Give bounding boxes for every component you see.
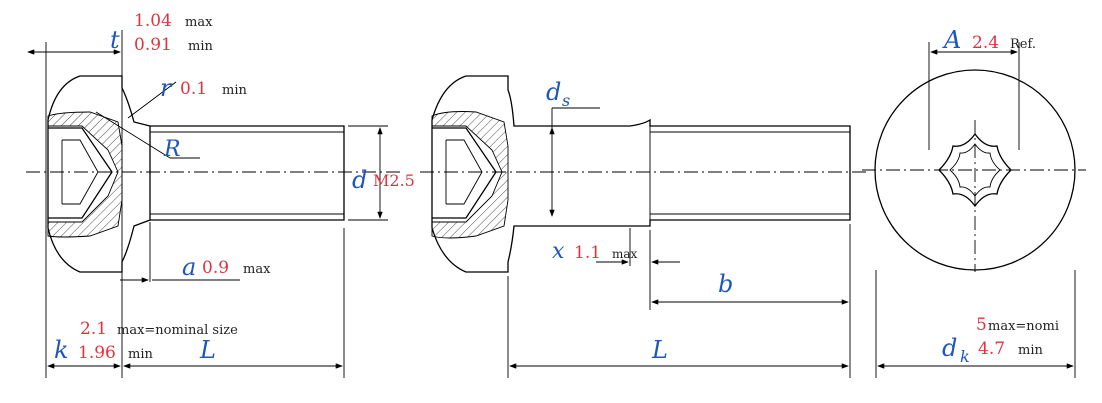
A-symbol: A	[942, 26, 961, 54]
t-min-unit: min	[188, 39, 213, 54]
dk-min-unit: min	[1018, 343, 1043, 358]
r-symbol: r	[160, 74, 173, 102]
r-unit: min	[222, 83, 247, 98]
dim-dk: d k 5 max=nomi 4.7 min	[942, 315, 1059, 366]
left-shank	[150, 125, 345, 221]
left-head-section-hatch	[47, 111, 123, 238]
k-symbol: k	[54, 336, 69, 364]
dim-d: d M2.5	[352, 166, 415, 194]
x-unit: max	[612, 247, 638, 261]
side-view-middle	[420, 75, 870, 273]
k-min-value: 1.96	[78, 343, 116, 363]
r-value: 0.1	[180, 79, 207, 99]
end-dimension-lines	[875, 42, 1076, 378]
dk-min-value: 4.7	[978, 339, 1005, 359]
t-symbol: t	[110, 26, 120, 54]
R-symbol: R	[163, 137, 181, 162]
ds-subscript: s	[562, 91, 570, 110]
mid-head-section-hatch	[431, 111, 509, 239]
dim-k: k 2.1 max=nominal size 1.96 min	[54, 319, 238, 364]
k-max-note: max=nominal size	[117, 323, 238, 338]
end-view	[862, 69, 1086, 272]
ds-symbol: d	[546, 78, 561, 106]
middle-dimension-lines	[507, 107, 851, 378]
dk-subscript: k	[960, 347, 970, 366]
A-value: 2.4	[972, 33, 999, 53]
x-value: 1.1	[574, 243, 601, 263]
d-symbol: d	[352, 166, 367, 194]
side-view-left	[26, 75, 400, 273]
L-mid-symbol: L	[651, 336, 668, 364]
a-value: 0.9	[202, 258, 229, 278]
dim-r: r 0.1 min	[160, 74, 247, 102]
b-symbol: b	[718, 270, 733, 298]
dim-a: a 0.9 max	[182, 253, 271, 281]
k-max-value: 2.1	[80, 319, 107, 339]
L-left-symbol: L	[199, 336, 216, 364]
torx-socket-inner	[949, 143, 1001, 197]
left-dimension-lines	[27, 30, 388, 378]
mid-thread-minor	[649, 126, 850, 226]
t-max-unit: max	[185, 15, 213, 30]
dk-symbol: d	[942, 334, 957, 362]
dim-t: t 1.04 max 0.91 min	[110, 11, 213, 55]
dim-x: x 1.1 max	[552, 239, 638, 264]
d-value: M2.5	[373, 171, 415, 190]
k-min-unit: min	[128, 347, 153, 362]
dk-max-note: max=nomi	[988, 319, 1059, 334]
left-thread-minor	[150, 131, 344, 215]
A-unit: Ref.	[1010, 37, 1036, 52]
t-max-value: 1.04	[134, 11, 172, 31]
torx-socket-icon	[938, 132, 1012, 208]
a-symbol: a	[182, 253, 196, 281]
t-min-value: 0.91	[134, 35, 172, 55]
x-symbol: x	[552, 239, 565, 264]
a-unit: max	[243, 262, 271, 277]
dim-A: A 2.4 Ref.	[942, 26, 1036, 54]
dk-max-value: 5	[976, 315, 987, 335]
dim-ds: d s	[546, 78, 570, 110]
left-head-outline	[47, 75, 151, 273]
